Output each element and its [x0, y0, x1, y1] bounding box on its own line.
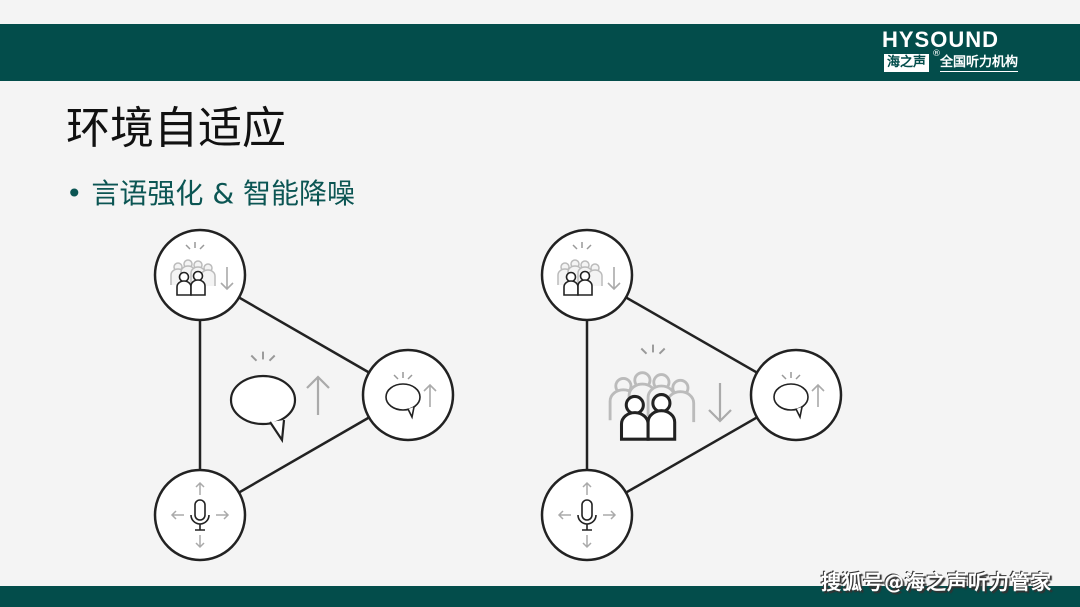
- footer-bar: [0, 586, 1080, 607]
- watermark: 搜狐号@海之声听力管家: [821, 570, 1052, 594]
- hysound-logo: HYSOUND 海之声 ® 全国听力机构: [878, 26, 1028, 78]
- brand-name: HYSOUND: [882, 27, 1000, 52]
- diagram-speech-enhancement: [153, 230, 453, 562]
- registered-mark: ®: [932, 49, 941, 59]
- brand-tagline: 全国听力机构: [940, 55, 1019, 72]
- diagram-noise-reduction: [540, 230, 841, 562]
- brand-cn: 海之声: [884, 54, 930, 72]
- slide-bullet: • 言语强化 & 智能降噪: [66, 177, 356, 210]
- slide-title: 环境自适应: [66, 103, 286, 154]
- header-bar: HYSOUND 海之声 ® 全国听力机构: [0, 24, 1080, 81]
